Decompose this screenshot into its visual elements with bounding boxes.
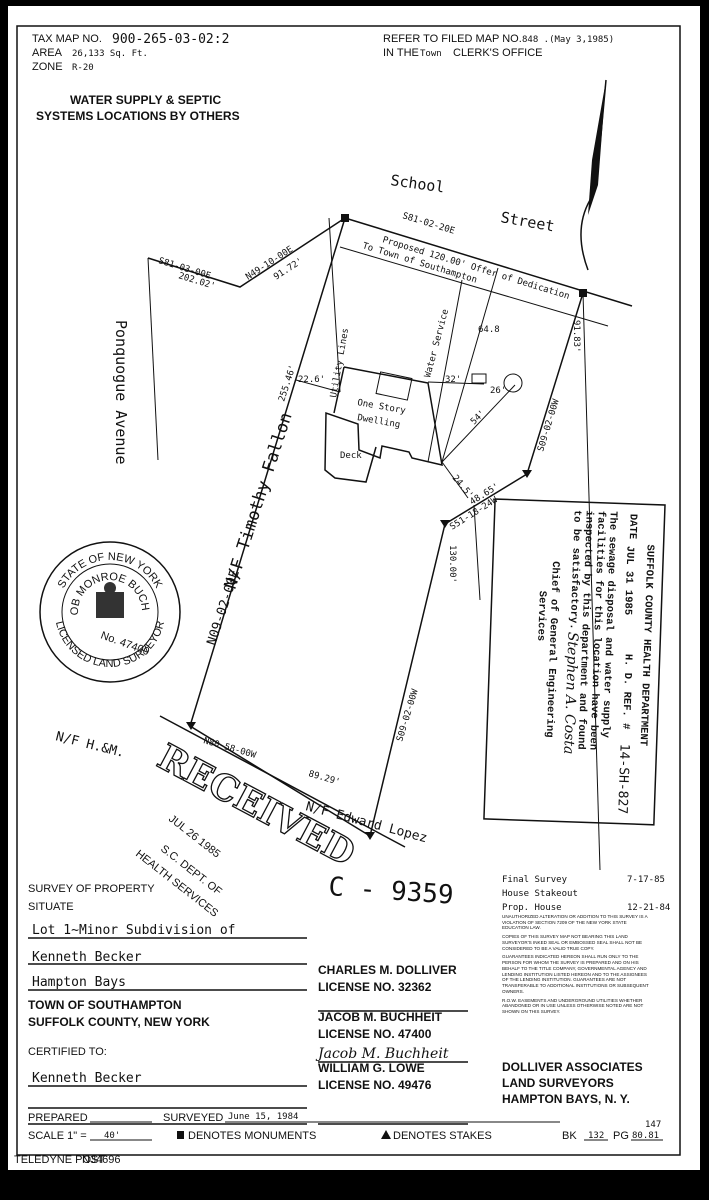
zone-value: R-20 bbox=[72, 63, 94, 73]
dimension-label: 22.6' bbox=[298, 375, 325, 385]
filed-map-value: 848 .(May 3,1985) bbox=[522, 35, 614, 45]
stake-marker bbox=[440, 520, 450, 528]
surveyor-name: WILLIAM G. LOWE bbox=[318, 1061, 425, 1075]
surveyor-license: LICENSE NO. 49476 bbox=[318, 1078, 432, 1092]
monument-marker bbox=[341, 214, 349, 222]
dimension-label: 32' bbox=[445, 375, 461, 385]
health-signature: Stephen A. Costa bbox=[560, 632, 580, 755]
page-label: PG bbox=[613, 1130, 629, 1142]
notice: R.O.W. EASEMENTS AND UNDERGROUND UTILITI… bbox=[502, 997, 644, 1015]
health-department-stamp: SUFFOLK COUNTY HEALTH DEPARTMENT DATE JU… bbox=[483, 498, 666, 826]
book-label: BK bbox=[562, 1130, 577, 1142]
form-number: N34696 bbox=[82, 1154, 121, 1166]
page-value: 80.81 bbox=[632, 1131, 659, 1141]
dwelling-outline bbox=[324, 366, 443, 483]
surveyor-name: JACOB M. BUCHHEIT bbox=[318, 1010, 443, 1024]
revision-date: 7-17-85 bbox=[627, 875, 665, 885]
footer-row: PREPARED SURVEYED June 15, 1984 SCALE 1"… bbox=[28, 1112, 663, 1142]
revision-entry: Prop. House bbox=[502, 903, 562, 913]
surveyor-license: LICENSE NO. 32362 bbox=[318, 980, 432, 994]
scale-label: SCALE 1" = bbox=[28, 1130, 87, 1142]
surveyor-name: CHARLES M. DOLLIVER bbox=[318, 963, 457, 977]
lot-boundary bbox=[189, 217, 584, 838]
paper bbox=[8, 6, 700, 1170]
notice: COPIES OF THIS SURVEY MAP NOT BEARING TH… bbox=[502, 934, 643, 951]
water-note-2: SYSTEMS LOCATIONS BY OTHERS bbox=[36, 109, 240, 123]
water-note-1: WATER SUPPLY & SEPTIC bbox=[70, 93, 221, 107]
area-value: 26,133 Sq. Ft. bbox=[72, 49, 148, 59]
firm-subtitle: LAND SURVEYORS bbox=[502, 1076, 614, 1090]
dimension-label: 64.8 bbox=[478, 325, 500, 335]
filed-map-label: REFER TO FILED MAP NO. bbox=[383, 33, 522, 45]
situate-line: Hampton Bays bbox=[32, 975, 126, 990]
situate-label: SITUATE bbox=[28, 901, 74, 913]
revision-entry: House Stakeout bbox=[502, 889, 578, 899]
health-ref-label: H. D. REF. # bbox=[619, 654, 634, 730]
property-map bbox=[147, 214, 633, 871]
health-date: JUL 31 1985 bbox=[621, 546, 635, 616]
stakes-legend: DENOTES STAKES bbox=[393, 1130, 492, 1142]
avenue-label: Ponquogue Avenue bbox=[112, 320, 130, 465]
scale-value: 40' bbox=[104, 1131, 120, 1141]
dimension-label: 26' bbox=[490, 386, 506, 396]
deck-label: Deck bbox=[340, 451, 362, 461]
north-arrow-icon bbox=[580, 79, 607, 271]
county-label: SUFFOLK COUNTY, NEW YORK bbox=[28, 1015, 210, 1029]
stake-marker bbox=[365, 832, 375, 840]
surveyor-license: LICENSE NO. 47400 bbox=[318, 1027, 432, 1041]
legal-notices: UNAUTHORIZED ALTERATION OR ADDITION TO T… bbox=[502, 914, 649, 1015]
zone-label: ZONE bbox=[32, 61, 63, 73]
monument-legend-icon bbox=[177, 1131, 184, 1139]
survey-title: SURVEY OF PROPERTY bbox=[28, 883, 155, 895]
coat-of-arms-icon bbox=[96, 582, 124, 618]
prepared-label: PREPARED bbox=[28, 1112, 88, 1124]
health-text: to be satisfactory. bbox=[567, 510, 583, 630]
health-chief: Services bbox=[534, 591, 548, 642]
situate-line: Lot 1~Minor Subdivision of bbox=[32, 923, 236, 938]
revision-entry: Final Survey bbox=[502, 875, 568, 885]
header: TAX MAP NO. 900-265-03-02:2 AREA 26,133 … bbox=[32, 32, 614, 123]
revision-date: 12-21-84 bbox=[627, 903, 670, 913]
stake-marker bbox=[522, 470, 532, 478]
stake-legend-icon bbox=[381, 1130, 391, 1139]
firm-name: DOLLIVER ASSOCIATES bbox=[502, 1060, 643, 1074]
page-note: 147 bbox=[645, 1120, 661, 1130]
town-label: TOWN OF SOUTHAMPTON bbox=[28, 998, 182, 1012]
distance-label: 91.83' bbox=[571, 320, 581, 353]
clerk-prefix: IN THE bbox=[383, 47, 419, 59]
surveyed-date: June 15, 1984 bbox=[228, 1112, 298, 1122]
book-value: 132 bbox=[588, 1131, 604, 1141]
certified-to-value: Kenneth Becker bbox=[32, 1071, 142, 1086]
printer-label: TELEDYNE POST bbox=[14, 1154, 105, 1166]
well-icon bbox=[503, 373, 523, 393]
tank-icon bbox=[471, 373, 487, 384]
clerk-town: Town bbox=[420, 49, 442, 59]
surveyed-label: SURVEYED bbox=[163, 1112, 223, 1124]
monuments-legend: DENOTES MONUMENTS bbox=[188, 1130, 316, 1142]
tax-map-label: TAX MAP NO. bbox=[32, 33, 102, 45]
clerk-suffix: CLERK'S OFFICE bbox=[453, 47, 543, 59]
health-ref: 14-SH-827 bbox=[614, 743, 631, 814]
notice: GUARANTEES INDICATED HEREON SHALL RUN ON… bbox=[502, 954, 649, 994]
situate-line: Kenneth Becker bbox=[32, 950, 142, 965]
frame-border bbox=[16, 25, 681, 1156]
title-block: SURVEY OF PROPERTY SITUATE Lot 1~Minor S… bbox=[28, 875, 670, 1125]
tax-map-value: 900-265-03-02:2 bbox=[112, 32, 229, 47]
firm-location: HAMPTON BAYS, N. Y. bbox=[502, 1092, 630, 1106]
monument-marker bbox=[579, 289, 587, 297]
health-date-label: DATE bbox=[626, 514, 639, 540]
chimney-icon bbox=[375, 371, 413, 401]
notice: UNAUTHORIZED ALTERATION OR ADDITION TO T… bbox=[502, 914, 648, 931]
area-label: AREA bbox=[32, 47, 63, 59]
surveyor-signature: Jacob M. Buchheit bbox=[315, 1046, 449, 1062]
certified-label: CERTIFIED TO: bbox=[28, 1046, 107, 1058]
distance-label: 130.00' bbox=[447, 545, 457, 583]
stake-marker bbox=[186, 722, 196, 730]
